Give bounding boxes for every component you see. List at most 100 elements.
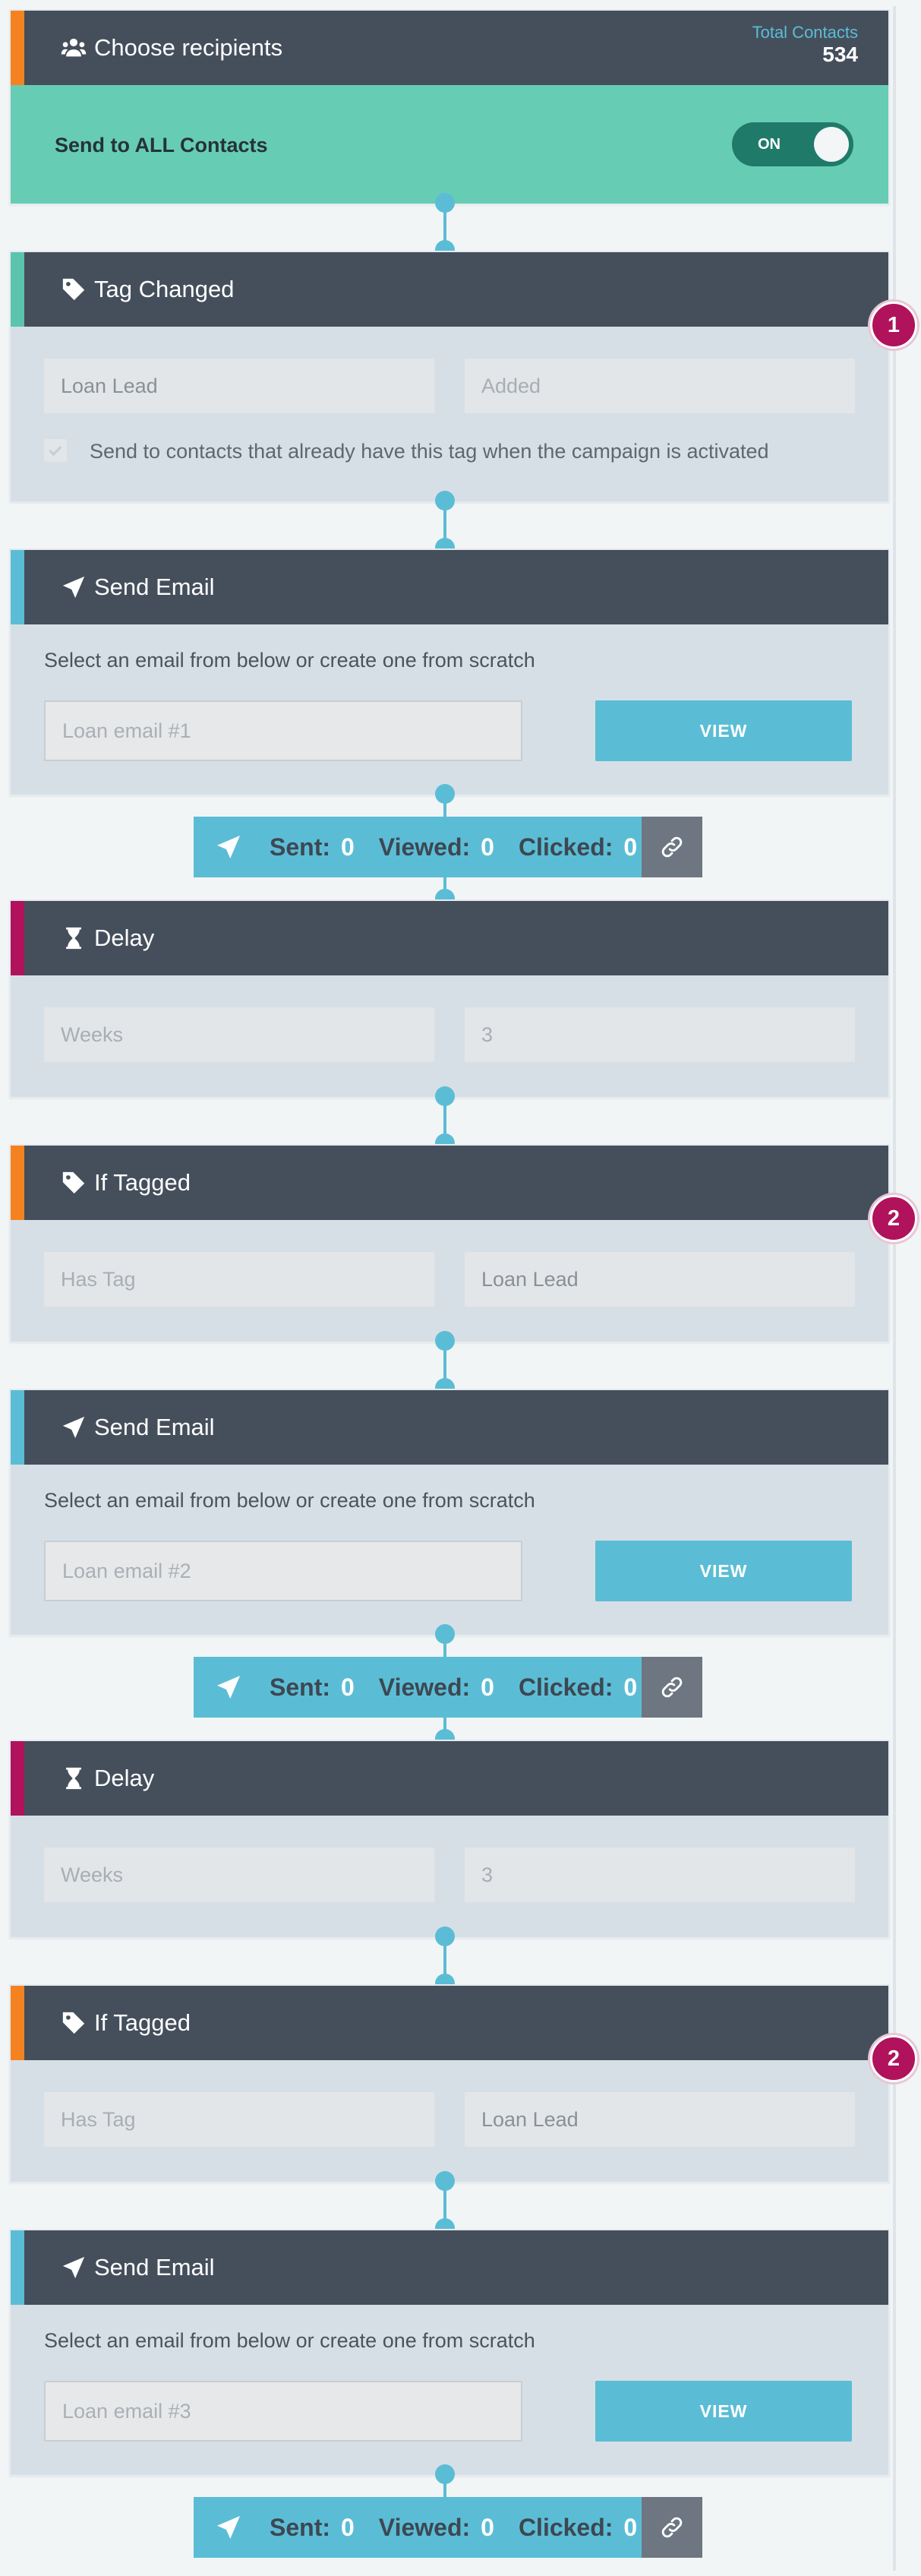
- total-contacts-value: 534: [822, 43, 858, 66]
- paper-plane-icon: [217, 1676, 240, 1699]
- step-badge: 2: [870, 2035, 917, 2082]
- accent-bar: [11, 1146, 24, 1220]
- connector-dot: [435, 784, 455, 804]
- link-button[interactable]: [642, 1657, 702, 1718]
- toggle-label: ON: [758, 136, 781, 153]
- tag-condition-select[interactable]: Has Tag: [44, 2092, 434, 2147]
- email-select[interactable]: Loan email #1: [44, 700, 522, 761]
- paper-plane-icon: [217, 836, 240, 858]
- link-button[interactable]: [642, 817, 702, 877]
- viewed-count: 0: [481, 2513, 494, 2541]
- send-email-title: Send Email: [94, 574, 215, 600]
- connector-dot: [435, 193, 455, 213]
- email-instruction: Select an email from below or create one…: [44, 2329, 535, 2352]
- tag-select[interactable]: Loan Lead: [465, 1252, 855, 1307]
- tag-changed-card: Tag Changed Loan Lead Added Send to cont…: [9, 251, 890, 503]
- send-email-header: Send Email: [11, 1390, 888, 1465]
- connector-line: [443, 2180, 446, 2229]
- check-icon: [49, 445, 62, 457]
- email-stats-bar: Sent:0 Viewed:0 Clicked:0: [194, 817, 702, 877]
- send-all-label: Send to ALL Contacts: [55, 134, 268, 156]
- connector-line: [443, 1095, 446, 1144]
- tag-select-value: Loan Lead: [481, 1267, 579, 1291]
- connector-line: [443, 202, 446, 249]
- tag-select[interactable]: Loan Lead: [465, 2092, 855, 2147]
- sent-label: Sent:: [270, 833, 330, 861]
- viewed-label: Viewed:: [378, 2513, 471, 2541]
- email-select-value: Loan email #2: [62, 1559, 191, 1582]
- existing-contacts-checkbox[interactable]: [44, 439, 67, 462]
- tag-condition-value: Has Tag: [61, 2107, 136, 2131]
- send-all-toggle[interactable]: ON: [732, 122, 853, 166]
- link-button[interactable]: [642, 2497, 702, 2558]
- connector-dot: [435, 1624, 455, 1644]
- users-icon: [61, 38, 87, 57]
- delay-amount-input[interactable]: 3: [465, 1847, 855, 1902]
- delay-card: Delay Weeks 3: [9, 1740, 890, 1939]
- delay-amount-value: 3: [481, 1863, 494, 1886]
- view-email-button[interactable]: VIEW: [595, 1541, 852, 1601]
- connector-dot: [435, 491, 455, 510]
- total-contacts-label: Total Contacts: [752, 23, 858, 42]
- recipients-body: Send to ALL Contacts ON: [11, 85, 888, 205]
- clicked-label: Clicked:: [518, 1673, 613, 1701]
- delay-header: Delay: [11, 1741, 888, 1816]
- scroll-track: [893, 6, 896, 2571]
- if-tagged-title: If Tagged: [94, 2009, 191, 2036]
- viewed-label: Viewed:: [378, 1673, 471, 1701]
- send-email-body: Select an email from below or create one…: [11, 2305, 888, 2476]
- send-email-title: Send Email: [94, 2254, 215, 2280]
- view-email-button[interactable]: VIEW: [595, 700, 852, 761]
- tag-action-select[interactable]: Added: [465, 359, 855, 413]
- send-email-card: Send Email Select an email from below or…: [9, 548, 890, 796]
- step-badge: 1: [870, 302, 917, 349]
- email-instruction: Select an email from below or create one…: [44, 649, 535, 672]
- if-tagged-header: If Tagged: [11, 1986, 888, 2060]
- connector-dot: [435, 2464, 455, 2484]
- if-tagged-title: If Tagged: [94, 1169, 191, 1196]
- paper-plane-icon: [217, 2516, 240, 2539]
- email-select[interactable]: Loan email #3: [44, 2381, 522, 2442]
- send-email-card: Send Email Select an email from below or…: [9, 2229, 890, 2476]
- accent-bar: [11, 252, 24, 327]
- delay-unit-select[interactable]: Weeks: [44, 1847, 434, 1902]
- sent-label: Sent:: [270, 1673, 330, 1701]
- viewed-count: 0: [481, 833, 494, 861]
- existing-contacts-label: Send to contacts that already have this …: [90, 440, 769, 463]
- tag-action-value: Added: [481, 374, 541, 397]
- accent-bar: [11, 1986, 24, 2060]
- tag-icon: [62, 1171, 85, 1194]
- tag-condition-select[interactable]: Has Tag: [44, 1252, 434, 1307]
- send-email-title: Send Email: [94, 1414, 215, 1440]
- email-select-value: Loan email #1: [62, 719, 191, 742]
- if-tagged-body: Has Tag Loan Lead: [11, 2060, 888, 2183]
- delay-unit-value: Weeks: [61, 1022, 124, 1046]
- delay-title: Delay: [94, 1765, 155, 1791]
- connector-line: [443, 500, 446, 548]
- paper-plane-icon: [62, 2256, 85, 2279]
- clicked-label: Clicked:: [518, 833, 613, 861]
- toggle-knob: [814, 127, 849, 162]
- tag-changed-title: Tag Changed: [94, 276, 235, 302]
- delay-unit-select[interactable]: Weeks: [44, 1007, 434, 1062]
- connector-dot: [435, 2171, 455, 2191]
- email-stats-bar: Sent:0 Viewed:0 Clicked:0: [194, 2497, 702, 2558]
- email-select-value: Loan email #3: [62, 2399, 191, 2423]
- email-select[interactable]: Loan email #2: [44, 1541, 522, 1601]
- accent-bar: [11, 1741, 24, 1816]
- hourglass-icon: [66, 1767, 81, 1790]
- delay-amount-input[interactable]: 3: [465, 1007, 855, 1062]
- if-tagged-card: If Tagged Has Tag Loan Lead: [9, 1144, 890, 1343]
- tag-changed-header: Tag Changed: [11, 252, 888, 327]
- link-icon: [661, 836, 683, 858]
- email-stats-bar: Sent:0 Viewed:0 Clicked:0: [194, 1657, 702, 1718]
- sent-label: Sent:: [270, 2513, 330, 2541]
- tag-select[interactable]: Loan Lead: [44, 359, 434, 413]
- view-email-button[interactable]: VIEW: [595, 2381, 852, 2442]
- connector-line: [443, 1936, 446, 1984]
- viewed-count: 0: [481, 1673, 494, 1701]
- if-tagged-body: Has Tag Loan Lead: [11, 1220, 888, 1343]
- tag-changed-body: Loan Lead Added Send to contacts that al…: [11, 327, 888, 503]
- link-icon: [661, 2517, 683, 2538]
